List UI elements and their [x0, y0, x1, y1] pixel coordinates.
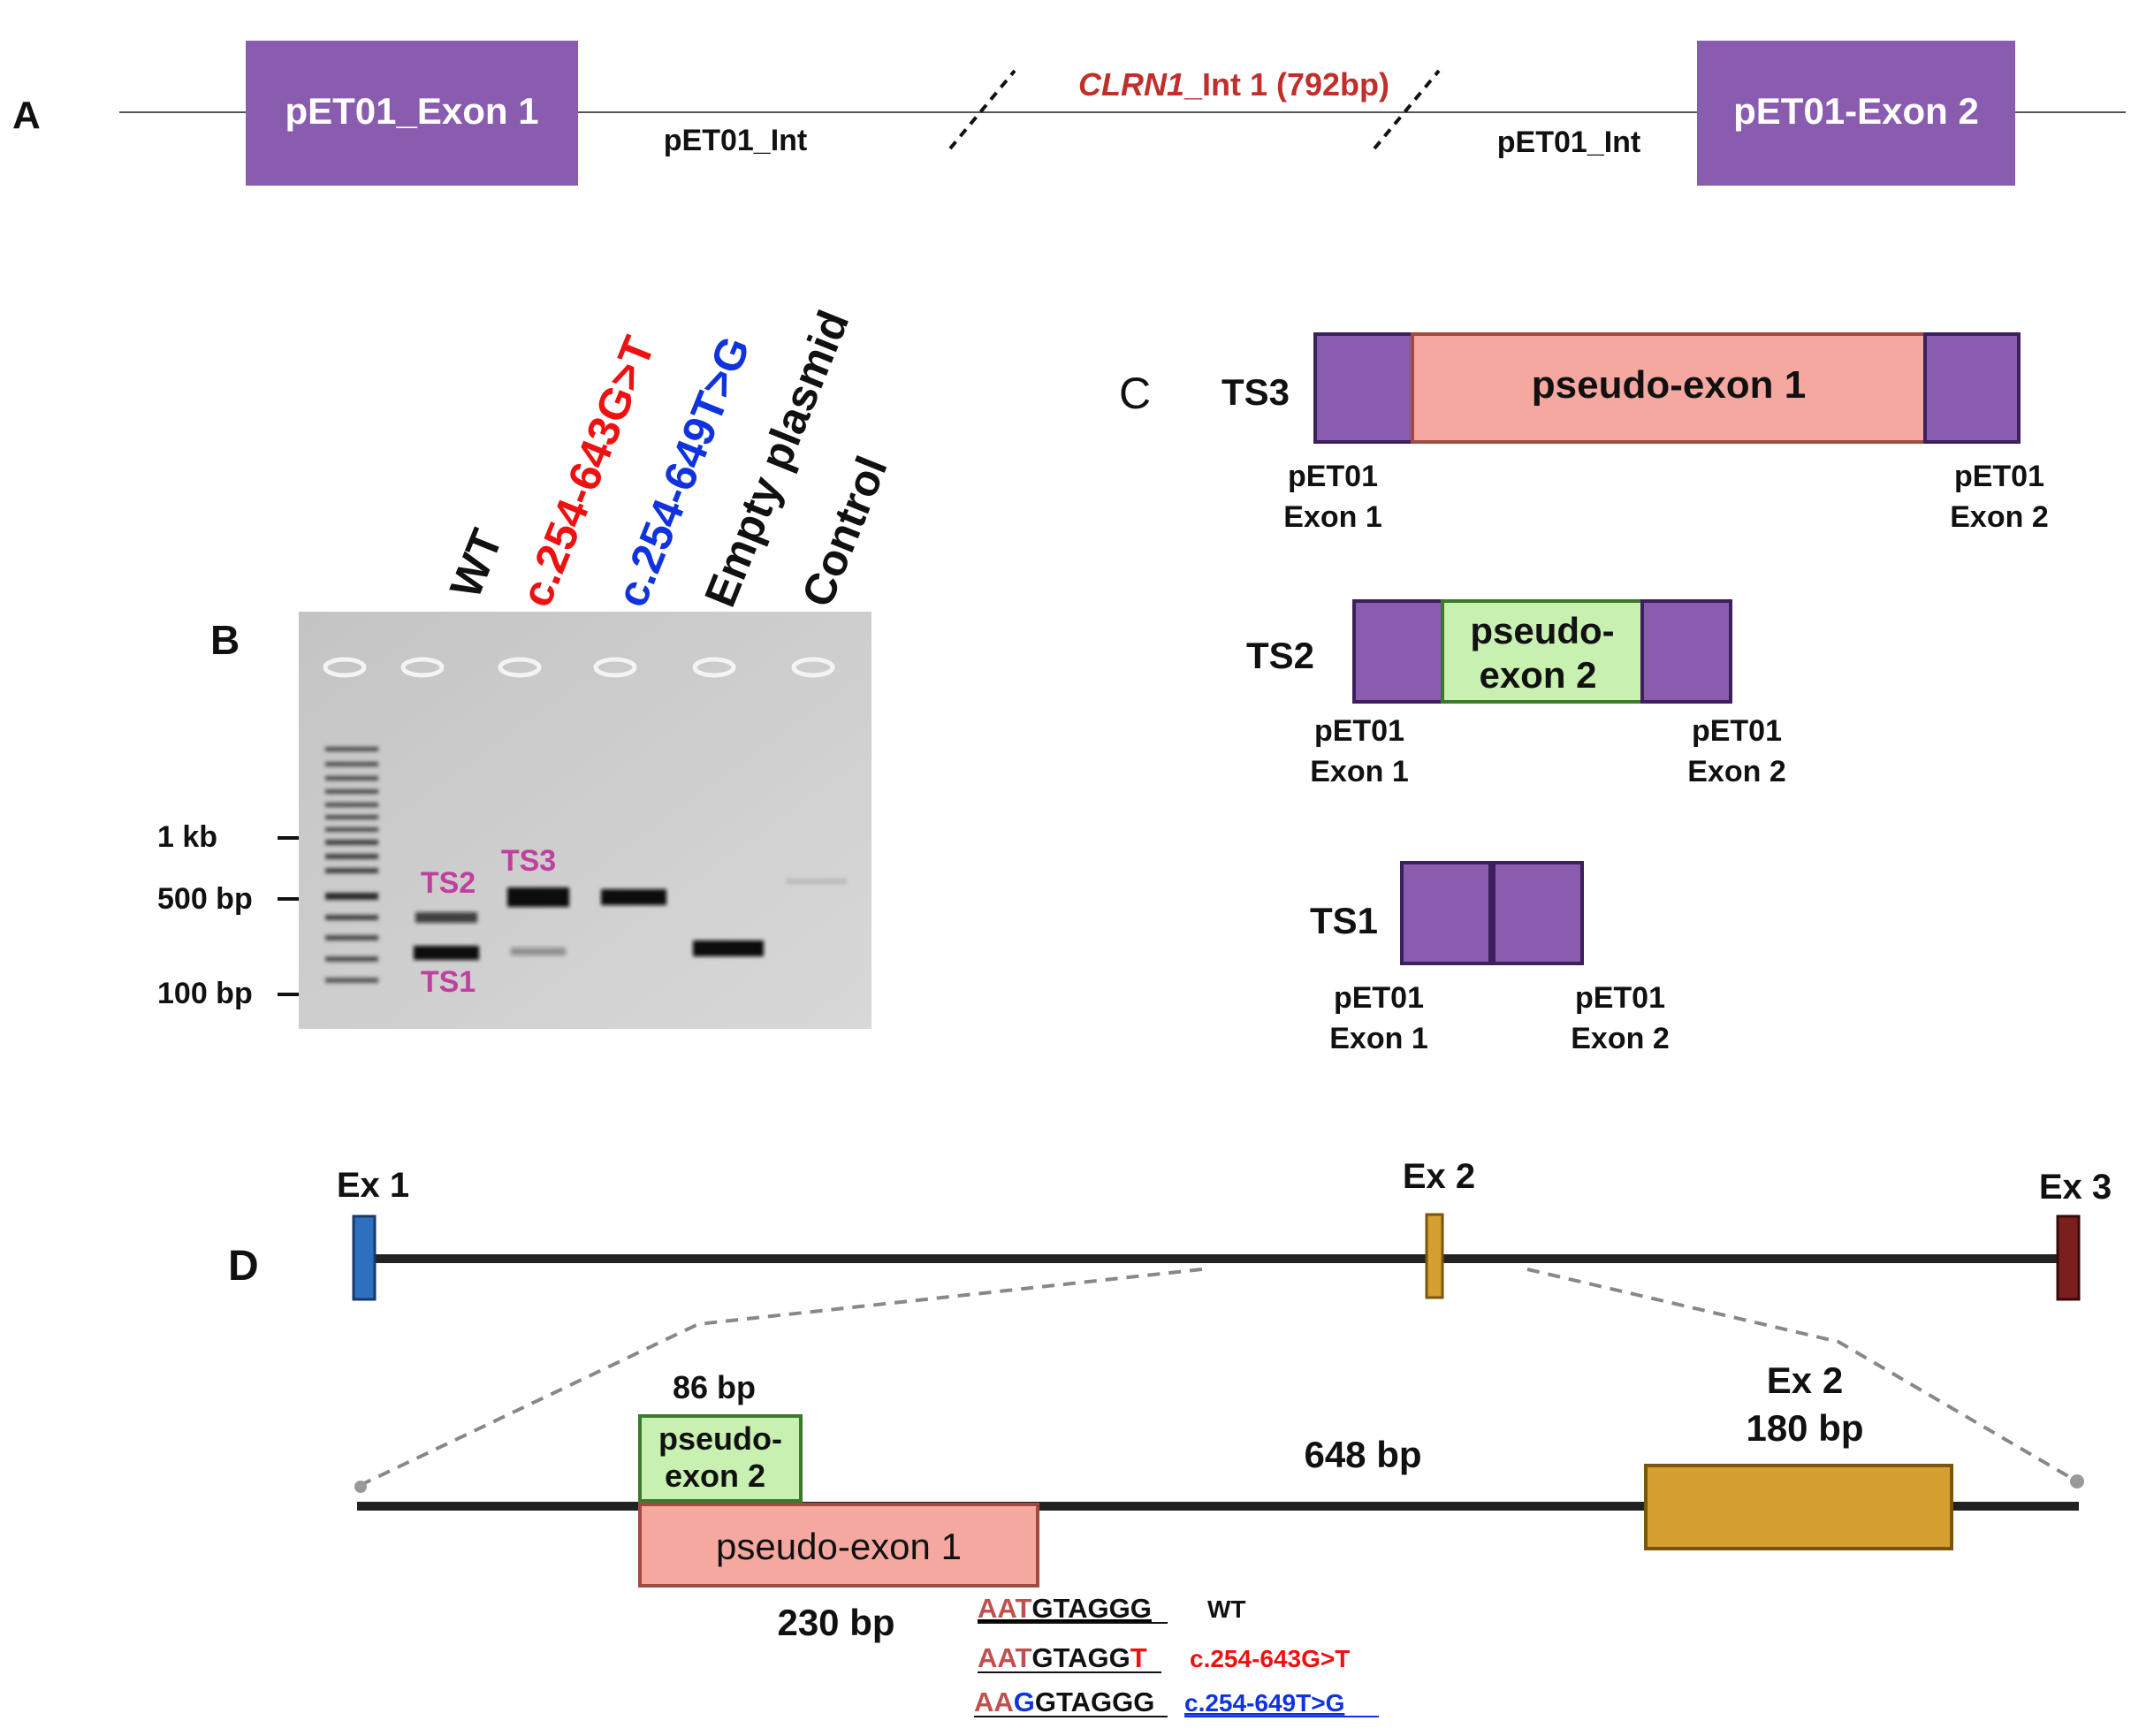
sample-bands — [414, 879, 847, 960]
ts2-left-label-2: Exon 1 — [1310, 755, 1408, 788]
band-wt-ts1 — [414, 946, 479, 960]
ts2-right-label-2: Exon 2 — [1687, 755, 1785, 788]
ts2-exon1-box — [1352, 599, 1444, 704]
pseudo-exon2-label-2: exon 2 — [665, 1458, 765, 1494]
ts1-label: TS1 — [1310, 900, 1378, 941]
pseudo-exon2-size: 86 bp — [673, 1369, 756, 1405]
seq-mut2-label: c.254-649T>G — [1184, 1689, 1344, 1717]
ts1-left-label-1: pET01 — [1334, 981, 1424, 1015]
band-mut1-ts1 — [511, 948, 566, 956]
ts1-exon1-box — [1400, 861, 1492, 965]
ts2-pseudo-exon2-label-1: pseudo- — [1470, 610, 1614, 651]
ts3-pseudo-exon1-label: pseudo-exon 1 — [1532, 363, 1807, 407]
ex2-large-size: 180 bp — [1746, 1407, 1863, 1449]
ts3-right-label-1: pET01 — [1954, 460, 2044, 493]
seq-mut1-sequence: AATGTAGGT — [978, 1642, 1147, 1673]
panel-a-label: A — [12, 94, 41, 137]
well — [400, 657, 445, 678]
pseudo-exon2-label-1: pseudo- — [658, 1420, 782, 1457]
marker-100bp: 100 bp — [157, 977, 253, 1010]
well — [692, 657, 736, 678]
intron-size: 648 bp — [1304, 1434, 1421, 1475]
seq-mut1: AATGTAGGT c.254-643G>T — [978, 1642, 1350, 1673]
zoom-line-right — [1526, 1268, 2079, 1483]
pet01-exon2-box — [1697, 41, 2015, 186]
ex3-label: Ex 3 — [2039, 1168, 2112, 1207]
ts3-exon1-box — [1313, 332, 1414, 444]
ex2-label: Ex 2 — [1403, 1157, 1475, 1196]
band-label-ts3: TS3 — [501, 844, 556, 878]
ts3-left-label-1: pET01 — [1288, 460, 1378, 493]
panel-d-label: D — [228, 1243, 259, 1290]
seq-mut2: AAGGTAGGG c.254-649T>G — [974, 1687, 1379, 1717]
ts3-pseudo-exon1-box — [1411, 332, 1927, 444]
ts2-right-label-1: pET01 — [1692, 714, 1782, 748]
pseudo-exon1-size: 230 bp — [777, 1602, 894, 1643]
ts2-pseudo-exon2-box — [1441, 599, 1644, 704]
pet01-exon1-box — [246, 41, 578, 186]
ts3-right-label-2: Exon 2 — [1950, 500, 2048, 534]
panel-a: A pET01_Exon 1 pET01-Exon 2 pET01_Int pE… — [12, 41, 2126, 186]
pet01-exon2-label: pET01-Exon 2 — [1733, 90, 1979, 132]
ex1-label: Ex 1 — [337, 1166, 409, 1205]
band-label-ts1: TS1 — [421, 965, 476, 999]
gel-image — [299, 612, 871, 1029]
pseudo-exon1-box — [638, 1503, 1039, 1588]
pseudo-exon1-label: pseudo-exon 1 — [716, 1526, 962, 1567]
seq-wt: AATGTAGGG WT — [978, 1593, 1246, 1624]
seq-mut2-sequence: AAGGTAGGG — [974, 1687, 1154, 1717]
marker-1kb: 1 kb — [157, 820, 217, 854]
ts2-label: TS2 — [1246, 635, 1314, 676]
ts1-right-label-2: Exon 2 — [1571, 1022, 1669, 1055]
band-control-faint — [787, 879, 847, 884]
ex2-large-box — [1644, 1464, 1953, 1550]
ts3-label: TS3 — [1222, 371, 1290, 413]
pet01-int-left-label: pET01_Int — [664, 124, 807, 157]
band-mut1-ts3 — [507, 887, 569, 907]
gel-wells — [323, 657, 835, 678]
ts2-exon2-box — [1640, 599, 1732, 704]
zoom-dot-right — [2070, 1474, 2084, 1489]
marker-500bp: 500 bp — [157, 882, 253, 916]
ex2-large-label: Ex 2 — [1767, 1359, 1843, 1401]
well — [498, 657, 542, 678]
ts1-right-label-1: pET01 — [1575, 981, 1665, 1015]
zoom-dot-left — [354, 1481, 367, 1493]
ts1-left-label-2: Exon 1 — [1329, 1022, 1427, 1055]
seq-wt-label: WT — [1207, 1595, 1246, 1623]
ex2-small-box — [1425, 1213, 1444, 1299]
break-mark-left — [948, 69, 1016, 150]
panel-b: B WT c.254-643G>T c.254-649T>G Empty pla… — [157, 303, 897, 1029]
ts2-left-label-1: pET01 — [1314, 714, 1404, 748]
break-mark-right — [1373, 69, 1441, 150]
pseudo-exon2-box — [638, 1414, 803, 1503]
pet01-exon1-label: pET01_Exon 1 — [285, 90, 538, 132]
band-mut2-ts3 — [601, 889, 666, 905]
panel-c: C TS3 pseudo-exon 1 pET01 Exon 1 pET01 E… — [1119, 332, 2049, 1055]
panel-c-label: C — [1119, 369, 1151, 418]
ex1-box — [352, 1214, 377, 1301]
pet01-int-right-label: pET01_Int — [1497, 126, 1640, 159]
band-label-ts2: TS2 — [421, 866, 476, 900]
ex3-box — [2056, 1214, 2081, 1301]
band-wt-ts2 — [415, 912, 477, 923]
panel-b-label: B — [210, 617, 240, 663]
well — [593, 657, 637, 678]
well — [791, 657, 835, 678]
ladder-lane — [325, 747, 378, 983]
clrn1-intron-label: CLRN1_Int 1 (792bp) — [1078, 66, 1389, 103]
seq-wt-sequence: AATGTAGGG — [978, 1593, 1152, 1624]
seq-mut1-label: c.254-643G>T — [1190, 1645, 1350, 1672]
ts3-left-label-2: Exon 1 — [1283, 500, 1381, 534]
panel-d: D Ex 1 Ex 2 Ex 3 pseudo- exon 2 86 bp ps… — [228, 1157, 2112, 1717]
lane-label-control: Control — [792, 449, 897, 613]
ts1-exon2-box — [1492, 861, 1584, 965]
band-empty — [693, 940, 764, 956]
lane-label-wt: WT — [440, 522, 512, 605]
well — [323, 657, 367, 678]
ts2-pseudo-exon2-label-2: exon 2 — [1479, 654, 1596, 696]
ts3-exon2-box — [1923, 332, 2021, 444]
